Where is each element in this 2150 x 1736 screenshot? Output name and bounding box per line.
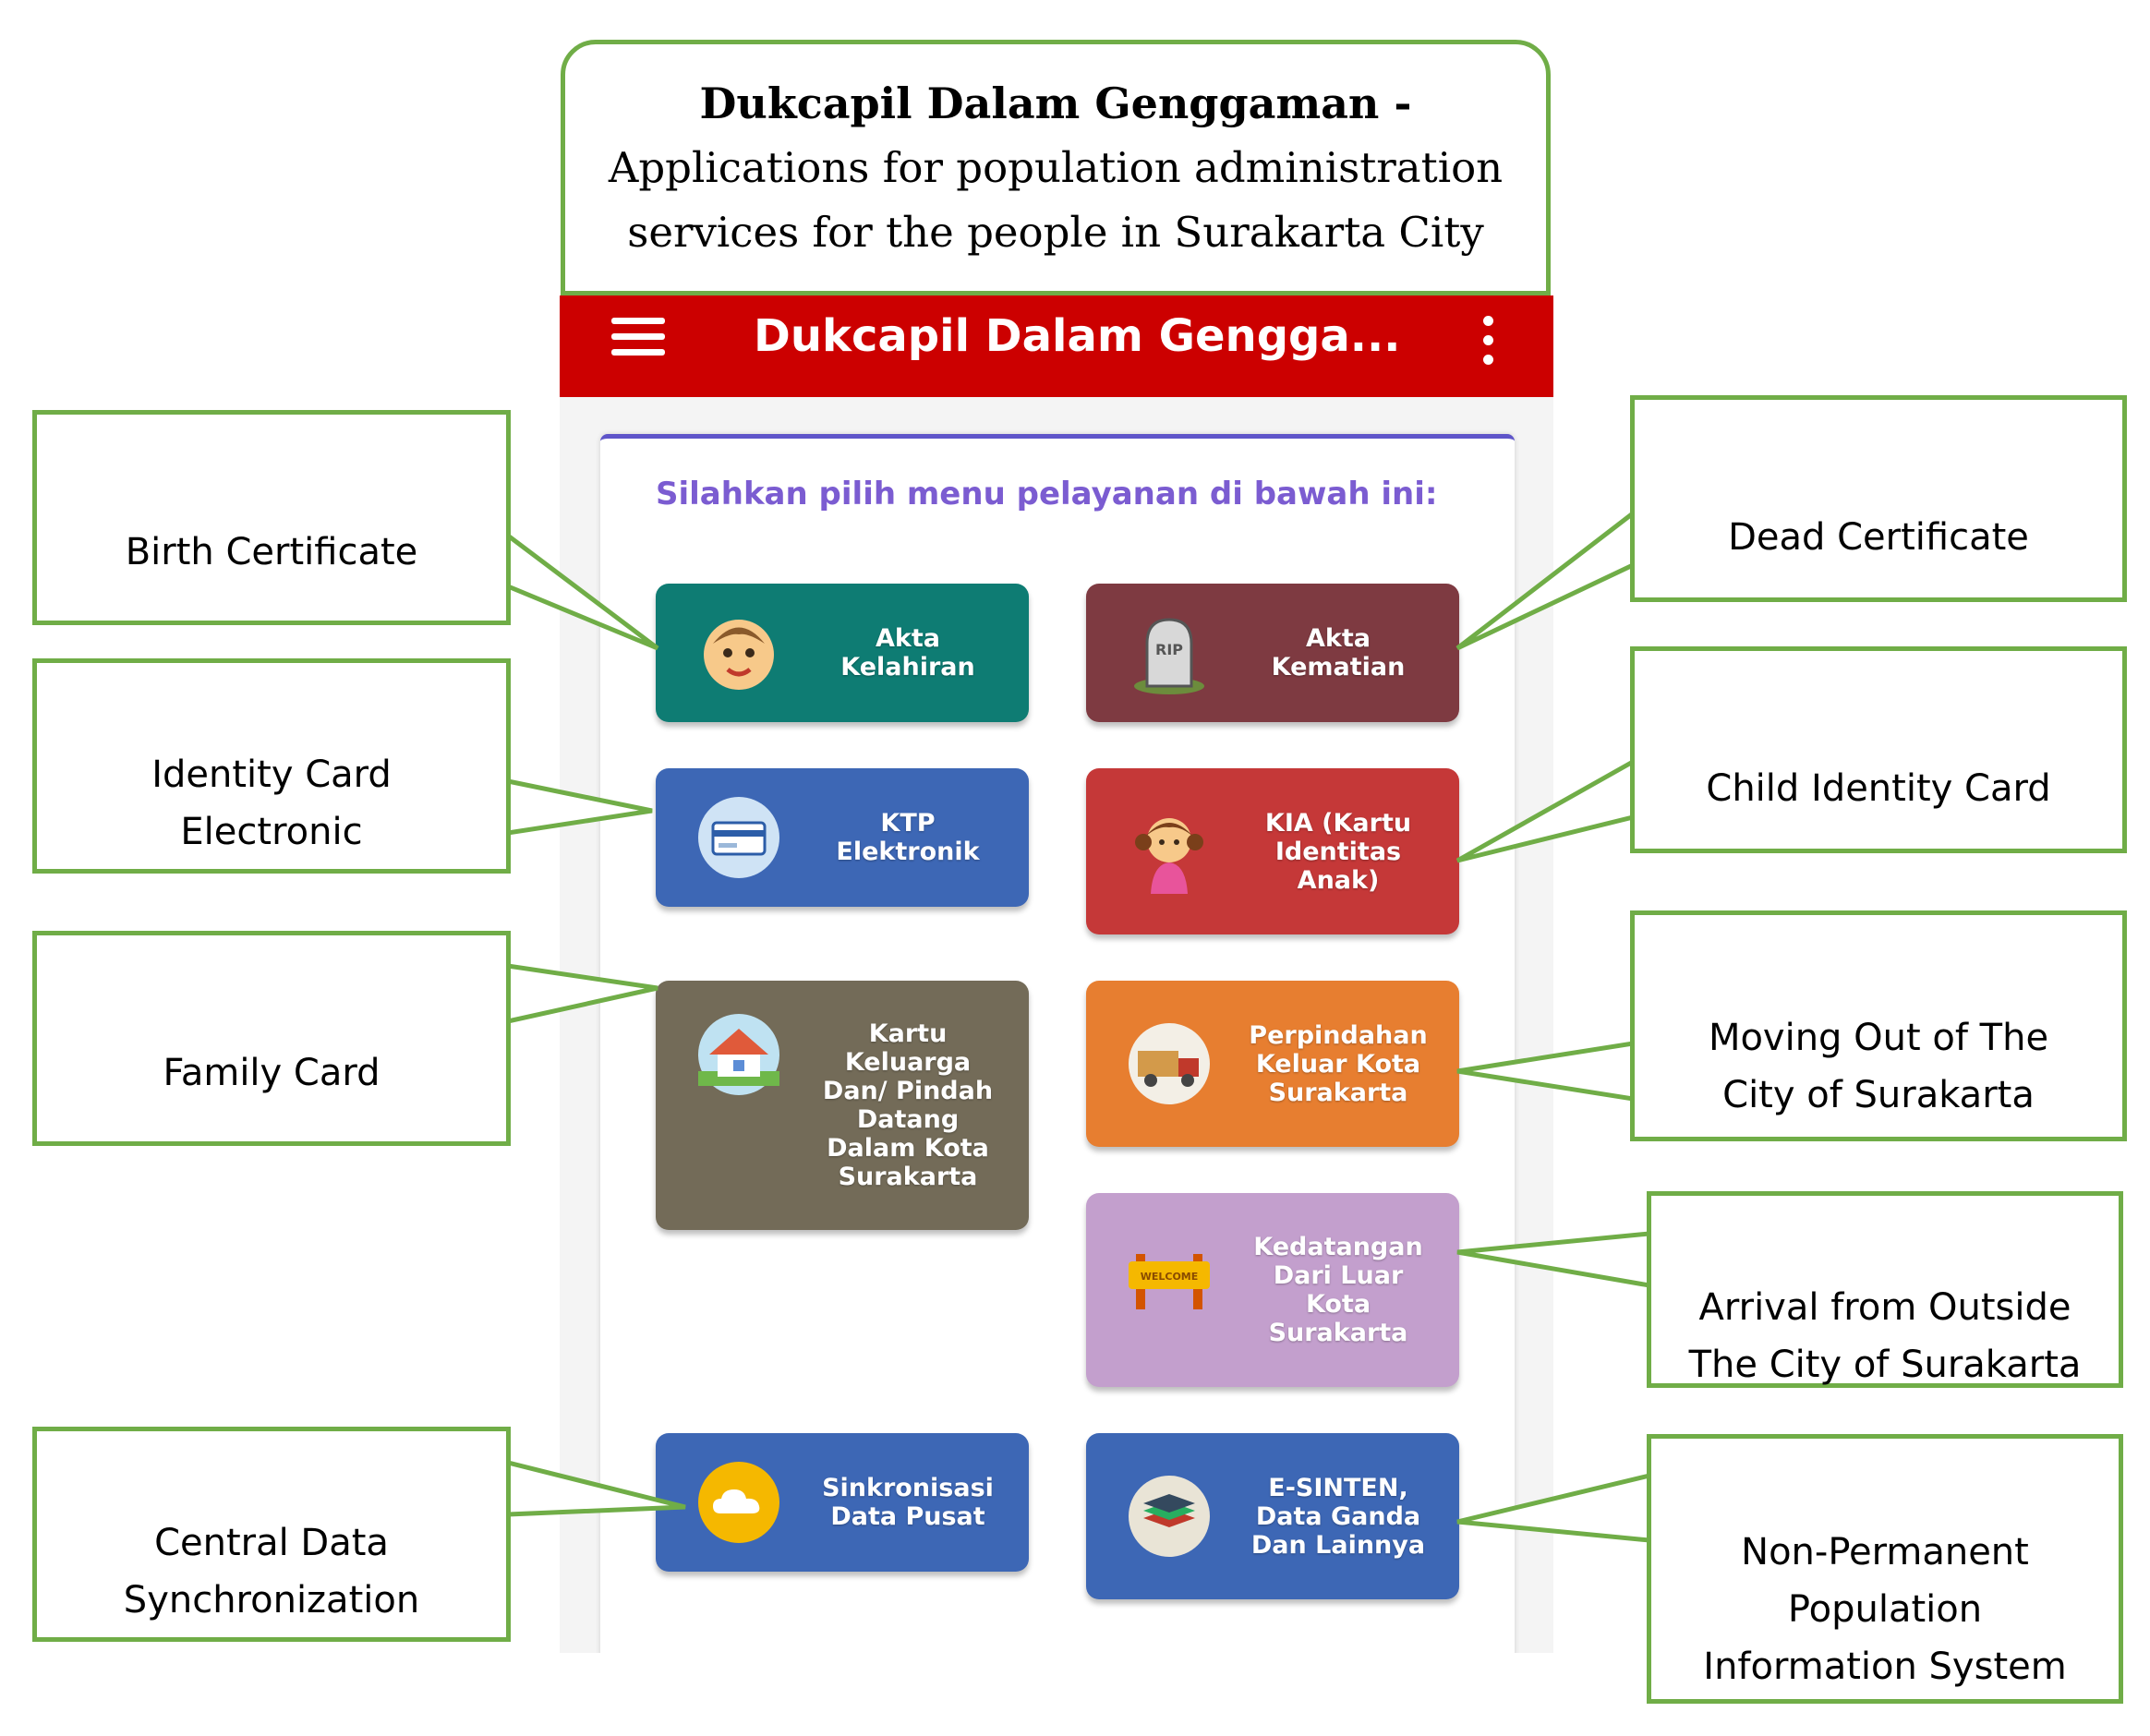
callout-identity-card: Identity Card Electronic	[32, 658, 511, 874]
title-callout: Dukcapil Dalam Genggaman - Applications …	[561, 40, 1551, 295]
callout-label: Birth Certificate	[125, 531, 418, 573]
tile-label: Akta Kelahiran	[840, 624, 975, 681]
callout-arrival: Arrival from Outside The City of Surakar…	[1647, 1191, 2123, 1388]
tile-label: E-SINTEN, Data Ganda Dan Lainnya	[1250, 1473, 1426, 1560]
callout-label: Family Card	[163, 1052, 380, 1094]
tile-kia[interactable]: KIA (Kartu Identitas Anak)	[1086, 768, 1459, 934]
callout-label: Identity Card Electronic	[151, 753, 392, 853]
callout-family-card: Family Card	[32, 931, 511, 1146]
tile-label: Perpindahan Keluar Kota Surakarta	[1249, 1020, 1428, 1107]
app-bar: Dukcapil Dalam Gengga...	[560, 295, 1553, 397]
baby-face-icon	[704, 620, 774, 690]
callout-moving-out: Moving Out of The City of Surakarta	[1630, 910, 2127, 1141]
callout-label: Central Data Synchronization	[123, 1522, 420, 1621]
callout-label: Child Identity Card	[1706, 767, 2051, 810]
callout-label: Moving Out of The City of Surakarta	[1708, 1017, 2049, 1116]
id-card-icon	[698, 797, 779, 878]
tile-e-sinten[interactable]: E-SINTEN, Data Ganda Dan Lainnya	[1086, 1433, 1459, 1599]
tile-sinkronisasi[interactable]: Sinkronisasi Data Pusat	[656, 1433, 1029, 1572]
callout-label: Dead Certificate	[1728, 516, 2029, 559]
tile-label: KTP Elektronik	[836, 809, 980, 866]
tile-akta-kematian[interactable]: RIP Akta Kematian	[1086, 584, 1459, 722]
hamburger-menu-icon[interactable]	[611, 318, 665, 364]
tile-akta-kelahiran[interactable]: Akta Kelahiran	[656, 584, 1029, 722]
layers-icon	[1129, 1476, 1210, 1557]
tile-ktp-elektronik[interactable]: KTP Elektronik	[656, 768, 1029, 907]
tile-label: Kartu Keluarga Dan/ Pindah Datang Dalam …	[822, 1019, 994, 1191]
callout-label: Non-Permanent Population Information Sys…	[1703, 1531, 2067, 1688]
cloud-sync-icon	[698, 1462, 779, 1543]
welcome-sign-icon: WELCOME	[1129, 1254, 1210, 1309]
callout-child-identity-card: Child Identity Card	[1630, 646, 2127, 853]
tile-label: Kedatangan Dari Luar Kota Surakarta	[1253, 1233, 1423, 1347]
house-icon	[698, 1014, 779, 1095]
child-icon	[1135, 818, 1203, 894]
callout-birth-certificate: Birth Certificate	[32, 410, 511, 625]
svg-text:RIP: RIP	[1155, 641, 1183, 658]
title-callout-line: Applications for population administrati…	[608, 142, 1504, 192]
callout-label: Arrival from Outside The City of Surakar…	[1688, 1286, 2082, 1386]
more-options-icon[interactable]	[1483, 316, 1496, 371]
title-callout-line: services for the people in Surakarta Cit…	[627, 207, 1484, 257]
title-callout-heading: Dukcapil Dalam Genggaman -	[699, 78, 1412, 128]
tile-label: Sinkronisasi Data Pusat	[822, 1474, 994, 1531]
app-title: Dukcapil Dalam Gengga...	[754, 310, 1401, 362]
svg-text:WELCOME: WELCOME	[1141, 1271, 1199, 1283]
callout-central-data: Central Data Synchronization	[32, 1427, 511, 1642]
moving-truck-icon	[1129, 1023, 1210, 1104]
tile-perpindahan[interactable]: Perpindahan Keluar Kota Surakarta	[1086, 981, 1459, 1147]
callout-dead-certificate: Dead Certificate	[1630, 395, 2127, 602]
callout-non-permanent: Non-Permanent Population Information Sys…	[1647, 1434, 2123, 1704]
tile-kartu-keluarga[interactable]: Kartu Keluarga Dan/ Pindah Datang Dalam …	[656, 981, 1029, 1230]
tombstone-icon: RIP	[1134, 618, 1204, 694]
phone-screen: Dukcapil Dalam Gengga... Silahkan pilih …	[560, 295, 1553, 1653]
tile-kedatangan[interactable]: WELCOME Kedatangan Dari Luar Kota Suraka…	[1086, 1193, 1459, 1387]
menu-prompt: Silahkan pilih menu pelayanan di bawah i…	[656, 476, 1438, 512]
tile-label: Akta Kematian	[1271, 624, 1406, 681]
tile-label: KIA (Kartu Identitas Anak)	[1264, 808, 1412, 895]
